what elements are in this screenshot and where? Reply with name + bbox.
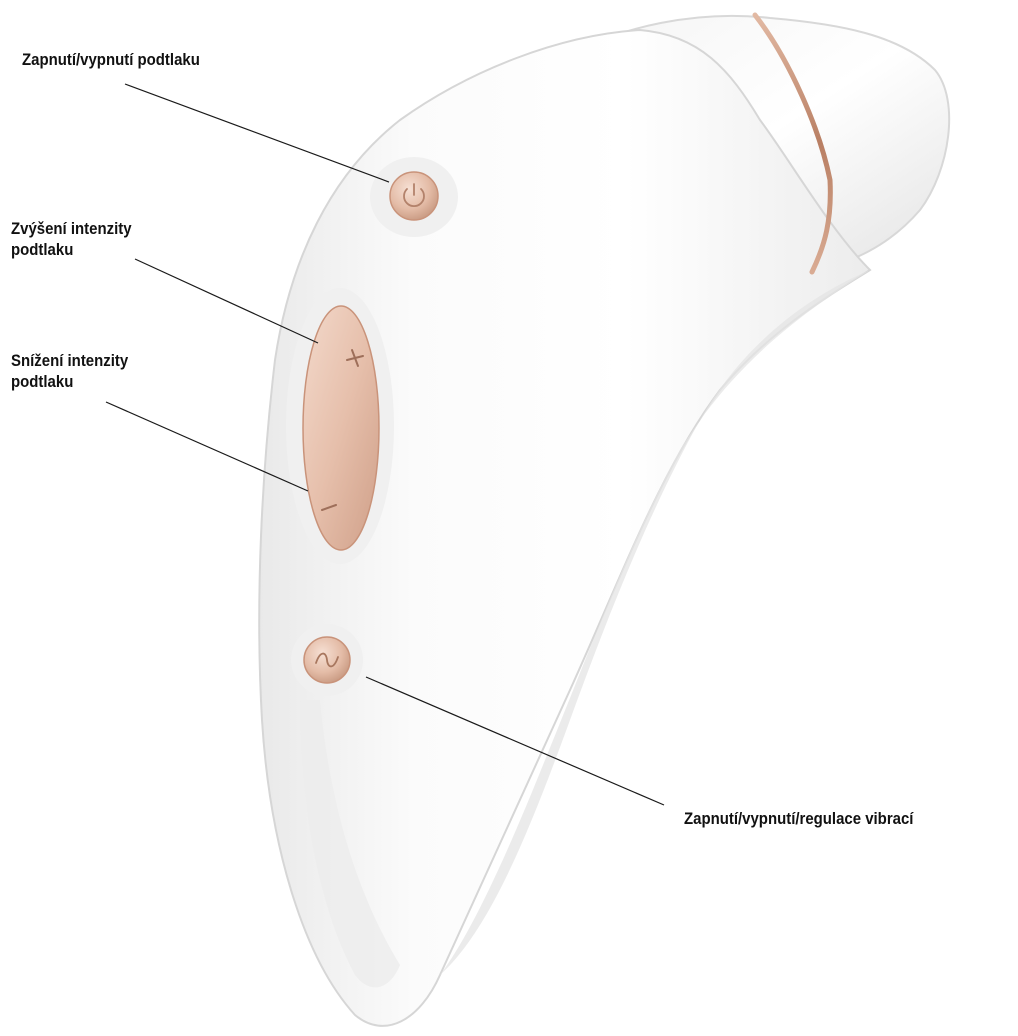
- callout-vibration-label: Zapnutí/vypnutí/regulace vibrací: [684, 808, 913, 829]
- callout-power-label: Zapnutí/vypnutí podtlaku: [22, 49, 200, 70]
- vibration-button[interactable]: [291, 624, 363, 696]
- power-button[interactable]: [370, 157, 458, 237]
- callout-decrease-label: Snížení intenzity podtlaku: [11, 350, 128, 392]
- intensity-rocker[interactable]: [286, 288, 394, 564]
- leader-line-power: [125, 84, 389, 182]
- callout-increase-label: Zvýšení intenzity podtlaku: [11, 218, 132, 260]
